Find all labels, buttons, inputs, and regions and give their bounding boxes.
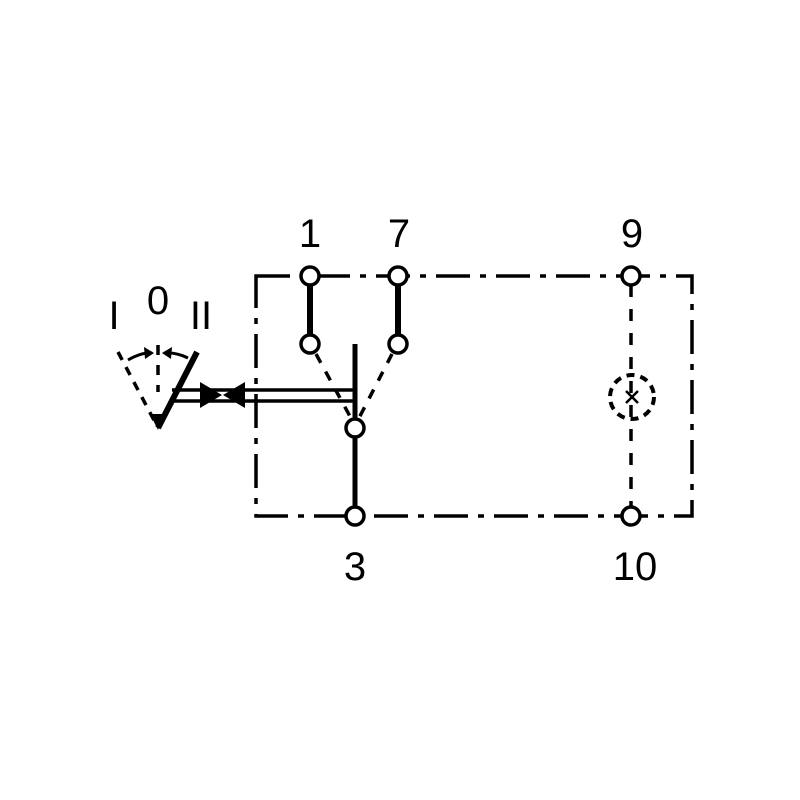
position-label-ii: II	[190, 294, 212, 338]
detent-arrow-icon	[223, 382, 245, 408]
terminal-7	[387, 265, 409, 287]
terminal-10	[620, 505, 642, 527]
lever-arrow-icon	[150, 414, 163, 430]
position-label-0: 0	[147, 279, 169, 323]
lever-position-i	[116, 351, 158, 425]
terminal-label-9: 9	[621, 212, 643, 256]
lever	[155, 350, 200, 430]
contact-point-common	[344, 417, 366, 439]
switch-housing	[254, 274, 694, 518]
terminal-3	[344, 505, 366, 527]
detent-arrow-icon	[200, 382, 222, 408]
position-label-i: I	[108, 294, 119, 338]
lamp-symbol	[608, 373, 656, 421]
terminal-9	[620, 265, 642, 287]
throw-path-7	[356, 353, 394, 421]
terminal-label-10: 10	[613, 545, 658, 589]
contact-point-1	[299, 333, 321, 355]
terminal-label-7: 7	[388, 212, 410, 256]
arc-arrow-icon	[144, 347, 154, 359]
throw-path-1	[314, 353, 354, 421]
contact-point-7	[387, 333, 409, 355]
arc-arrow-icon	[162, 347, 172, 359]
terminal-label-1: 1	[299, 212, 321, 256]
terminal-label-3: 3	[344, 545, 366, 589]
terminal-1	[299, 265, 321, 287]
lamp-cross	[625, 390, 639, 404]
